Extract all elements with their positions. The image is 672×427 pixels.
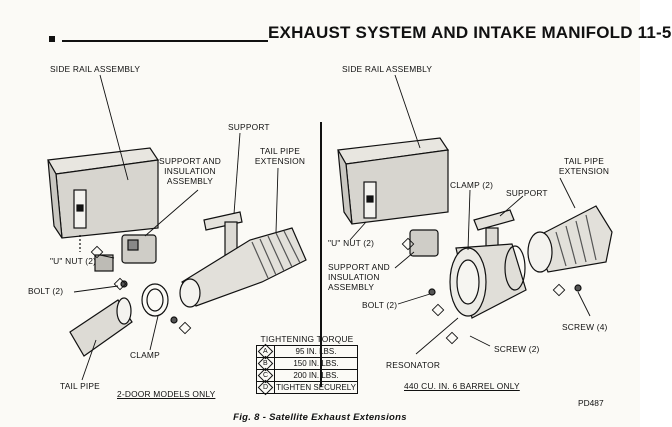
- torque-table-title: TIGHTENING TORQUE: [260, 334, 354, 344]
- left-tail-pipe-label: TAIL PIPE: [60, 381, 100, 391]
- right-support-insulation-label: SUPPORT AND INSULATION ASSEMBLY: [328, 262, 390, 292]
- table-row: D TIGHTEN SECURELY: [256, 379, 358, 396]
- page-title: EXHAUST SYSTEM AND INTAKE MANIFOLD 11-5: [268, 23, 672, 42]
- figure-code: PD487: [578, 398, 604, 408]
- left-tail-pipe-extension-drawing: [179, 227, 307, 308]
- torque-key-cell: D: [256, 379, 275, 396]
- right-side-rail-drawing: [337, 137, 450, 225]
- header-bullet: [49, 36, 55, 42]
- left-clamp-drawing: [141, 283, 178, 324]
- left-u-nut-label: "U" NUT (2): [50, 256, 97, 266]
- torque-value-cell: TIGHTEN SECURELY: [274, 381, 358, 394]
- torque-value-cell: 200 IN. LBS.: [274, 369, 358, 382]
- left-tail-pipe-extension-label: TAIL PIPE EXTENSION: [254, 146, 306, 166]
- table-row: A 95 IN. LBS.: [256, 343, 358, 360]
- left-support-label: SUPPORT: [228, 122, 270, 132]
- figure-caption: Fig. 8 - Satellite Exhaust Extensions: [233, 412, 407, 423]
- left-side-rail-label: SIDE RAIL ASSEMBLY: [50, 64, 141, 74]
- right-resonator-label: RESONATOR: [386, 360, 441, 370]
- right-tail-pipe-extension-label: TAIL PIPE EXTENSION: [558, 156, 610, 176]
- left-leader-lines: [73, 74, 279, 381]
- right-clamp-label: CLAMP (2): [450, 180, 494, 190]
- right-screw2-label: SCREW (2): [494, 344, 540, 354]
- left-support-insulation-drawing: [94, 234, 157, 288]
- torque-markers: [90, 237, 566, 345]
- left-tail-pipe-drawing: [69, 297, 133, 357]
- table-row: B 150 IN. LBS.: [256, 355, 358, 372]
- right-bolt-label: BOLT (2): [362, 300, 398, 310]
- right-screw4-label: SCREW (4): [562, 322, 608, 332]
- right-support-insulation-drawing: [409, 229, 439, 296]
- exhaust-illustration: [47, 74, 613, 381]
- header-rule: [62, 40, 268, 42]
- right-support-label: SUPPORT: [506, 188, 548, 198]
- left-side-rail-drawing: [47, 147, 160, 252]
- right-side-rail-label: SIDE RAIL ASSEMBLY: [342, 64, 433, 74]
- panel-divider: [320, 122, 322, 387]
- right-leader-lines: [349, 74, 591, 355]
- right-u-nut-label: "U" NUT (2): [328, 238, 375, 248]
- left-bolt-label: BOLT (2): [28, 286, 64, 296]
- tightening-torque-table: TIGHTENING TORQUE A 95 IN. LBS. B 150 IN…: [256, 334, 358, 396]
- manual-page: EXHAUST SYSTEM AND INTAKE MANIFOLD 11-5: [28, 23, 672, 423]
- left-support-insulation-label: SUPPORT AND INSULATION ASSEMBLY: [159, 156, 221, 186]
- right-models-label: 440 CU. IN. 6 BARREL ONLY: [404, 381, 520, 391]
- table-row: C 200 IN. LBS.: [256, 367, 358, 384]
- right-resonator-drawing: [449, 243, 527, 319]
- left-clamp-label: CLAMP: [130, 350, 160, 360]
- torque-value-cell: 95 IN. LBS.: [274, 345, 358, 358]
- left-models-label: 2-DOOR MODELS ONLY: [117, 389, 216, 399]
- torque-value-cell: 150 IN. LBS.: [274, 357, 358, 370]
- right-tail-pipe-extension-drawing: [527, 205, 613, 292]
